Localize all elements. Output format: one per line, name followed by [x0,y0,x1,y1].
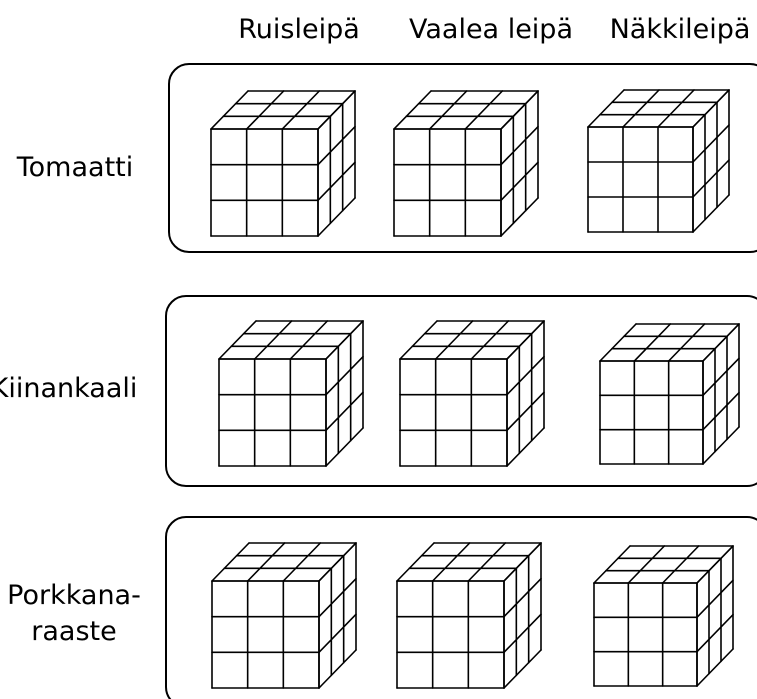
cube-grid [210,89,740,689]
cube-kiinankaali-nakkileipa [599,323,740,465]
row-label-porkkanaraaste-line1: Porkkana- [7,580,141,611]
column-header-vaalea-leipa: Vaalea leipä [409,14,573,45]
column-header-ruisleipa: Ruisleipä [238,14,360,45]
row-label-tomaatti: Tomaatti [16,152,134,183]
cube-porkkanaraaste-nakkileipa [593,545,734,687]
cube-tomaatti-nakkileipa [587,89,730,233]
cube-porkkanaraaste-vaalea-leipa [396,542,542,689]
column-header-nakkileipa: Näkkileipä [610,14,751,45]
row-box-tomaatti [168,63,757,253]
row-label-porkkanaraaste-line2: raaste [31,616,116,647]
row-box-kiinankaali [165,295,757,487]
cube-porkkanaraaste-ruisleipa [211,542,357,689]
cube-kiinankaali-vaalea-leipa [399,320,545,467]
cube-kiinankaali-ruisleipa [218,320,364,467]
row-label-kiinankaali: Kiinankaali [0,373,137,404]
cube-tomaatti-vaalea-leipa [393,90,539,237]
cube-tomaatti-ruisleipa [210,90,356,237]
row-box-porkkanaraaste [165,516,757,699]
